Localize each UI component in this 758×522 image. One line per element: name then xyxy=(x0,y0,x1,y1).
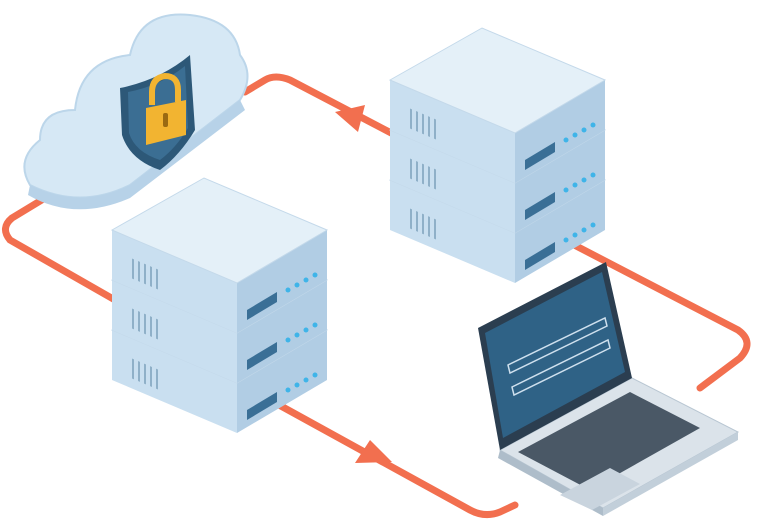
laptop-icon xyxy=(478,262,740,516)
data-flow-loop xyxy=(2,73,751,519)
server-icon xyxy=(111,177,328,434)
arrow-icon xyxy=(335,105,365,132)
server-icon xyxy=(389,27,606,284)
padlock-icon xyxy=(146,72,186,145)
arrow-icon xyxy=(355,440,392,463)
